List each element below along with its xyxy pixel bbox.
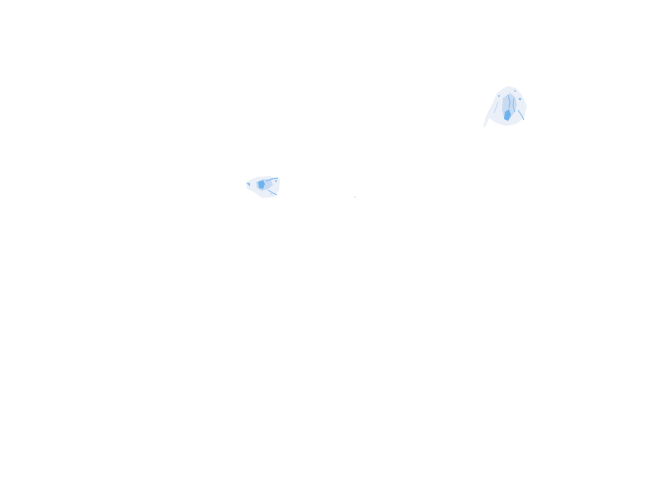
lake-west-1 <box>247 182 251 186</box>
river-northeast-4 <box>493 101 499 114</box>
lake-northeast-3 <box>514 90 516 92</box>
lake-west-3 <box>270 193 272 195</box>
water-body-west-core <box>258 180 265 189</box>
water-body-northeast-core <box>504 109 511 121</box>
river-northeast-2 <box>512 97 516 113</box>
isolated-speck <box>354 196 356 198</box>
river-northeast-3 <box>517 109 525 121</box>
water-cluster-northeast <box>483 86 527 128</box>
lake-northeast-2 <box>498 95 500 97</box>
water-cluster-west <box>246 176 280 198</box>
river-northeast-1 <box>507 94 511 109</box>
river-west-2 <box>267 189 278 196</box>
lake-northeast-1 <box>518 97 522 101</box>
river-west-1 <box>265 177 279 182</box>
lake-west-2 <box>275 180 277 182</box>
